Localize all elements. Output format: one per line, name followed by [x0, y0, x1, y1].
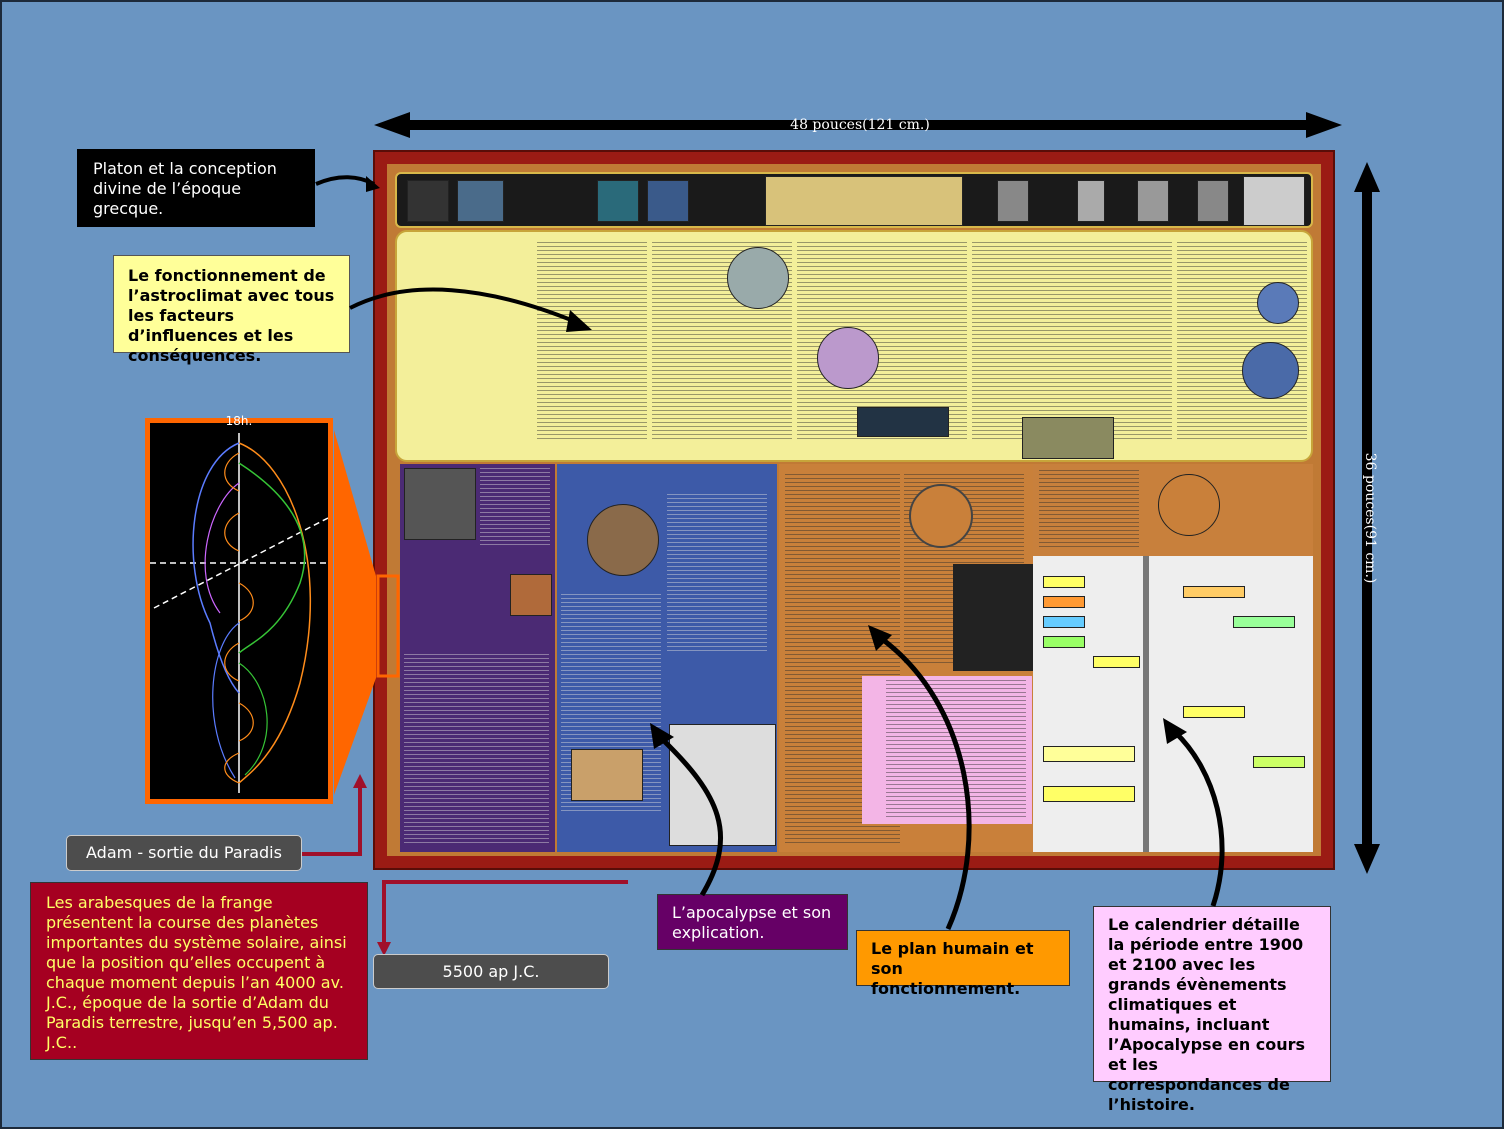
apocalypse-section: [557, 464, 777, 852]
poster-top-band: [395, 172, 1313, 228]
callout-apocalypse: L’apocalypse et son explication.: [657, 894, 848, 950]
callout-adam: Adam - sortie du Paradis: [66, 835, 302, 871]
height-dimension-arrow: [1354, 162, 1380, 874]
purple-section: [400, 464, 555, 852]
width-dimension-arrow: [374, 112, 1342, 138]
callout-arabesques: Les arabesques de la frange présentent l…: [30, 882, 368, 1060]
apocalypse-arrow: [650, 723, 724, 897]
calendar-section: [1033, 556, 1313, 852]
platon-arrow: [315, 175, 380, 192]
height-label: 36 pouces(91 cm.): [1362, 452, 1378, 584]
plan-humain-section-right: [1033, 464, 1313, 556]
width-label: 48 pouces(121 cm.): [790, 117, 930, 133]
calendrier-arrow: [1163, 718, 1225, 907]
callout-platon: Platon et la conception divine de l’époq…: [77, 149, 315, 227]
end-year-connector: [377, 880, 628, 956]
callout-plan-humain: Le plan humain et son fonctionnement.: [856, 930, 1070, 998]
adam-connector: [302, 774, 367, 856]
planet-orbit-diagram: [150, 433, 329, 793]
callout-astroclimat: Le fonctionnement de l’astroclimat avec …: [113, 255, 350, 365]
astroclimat-arrow: [349, 287, 592, 332]
astroclimat-section: [395, 230, 1313, 462]
inset-connector: [334, 430, 400, 795]
callout-calendrier: Le calendrier détaille la période entre …: [1093, 906, 1331, 1114]
plan-humain-arrow: [868, 625, 972, 931]
inset-hour-label: 18h.: [225, 414, 253, 428]
planet-orbit-inset: [145, 418, 333, 804]
callout-end-year: 5500 ap J.C.: [373, 954, 609, 989]
